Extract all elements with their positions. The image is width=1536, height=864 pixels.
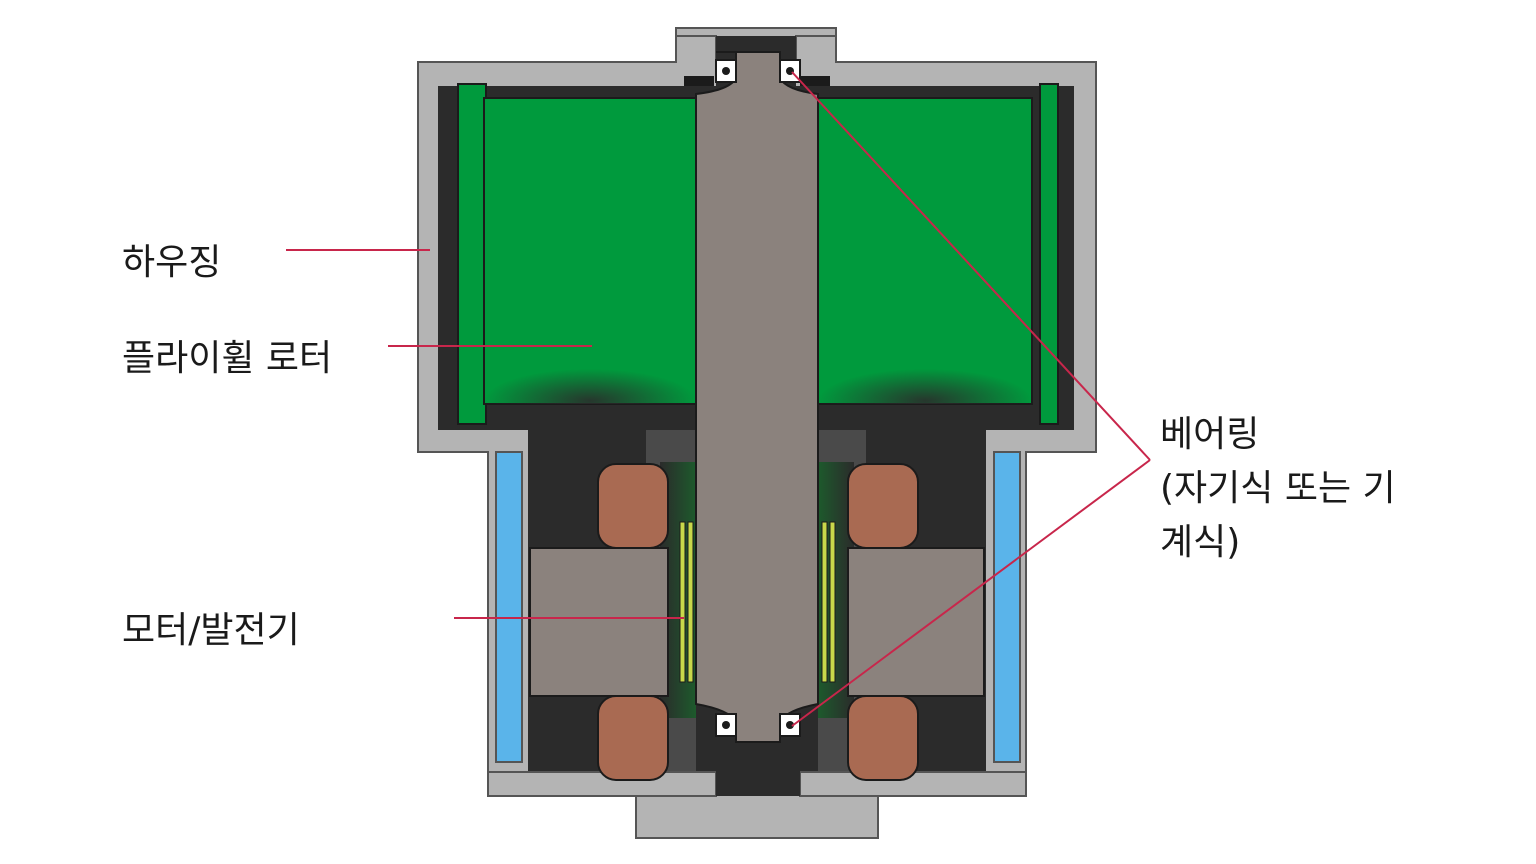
label-bearing-line3: 계식) <box>1160 522 1241 563</box>
bearing-bottom-right <box>779 713 801 737</box>
label-motor-generator: 모터/발전기 <box>122 610 300 651</box>
top-seal-right <box>800 76 830 86</box>
bearing-bottom-left <box>715 713 737 737</box>
label-bearing-line2: (자기식 또는 기 <box>1160 468 1396 509</box>
label-bearing-line1: 베어링 <box>1160 414 1260 455</box>
bottom-ledge-left <box>487 771 717 797</box>
bottom-ledge-right <box>799 771 1027 797</box>
label-housing: 하우징 <box>122 242 222 283</box>
label-bearing: 베어링 (자기식 또는 기 계식) <box>1160 408 1396 570</box>
cooling-channel-left <box>495 451 523 763</box>
flywheel-rotor <box>457 83 1059 425</box>
stator-core-right <box>847 547 985 697</box>
top-seal-left <box>684 76 714 86</box>
leader-bearing-bottom <box>791 459 1151 727</box>
shaft <box>695 51 819 743</box>
cooling-channel-right <box>993 451 1021 763</box>
stator-coils <box>597 463 919 781</box>
leader-lines <box>286 71 1151 727</box>
label-flywheel-rotor: 플라이휠 로터 <box>122 338 333 379</box>
leader-bearing-top <box>791 71 1151 461</box>
permanent-magnets <box>679 521 836 683</box>
bearings <box>715 59 801 737</box>
bearing-top-left <box>715 59 737 83</box>
stator-core-left <box>529 547 669 697</box>
